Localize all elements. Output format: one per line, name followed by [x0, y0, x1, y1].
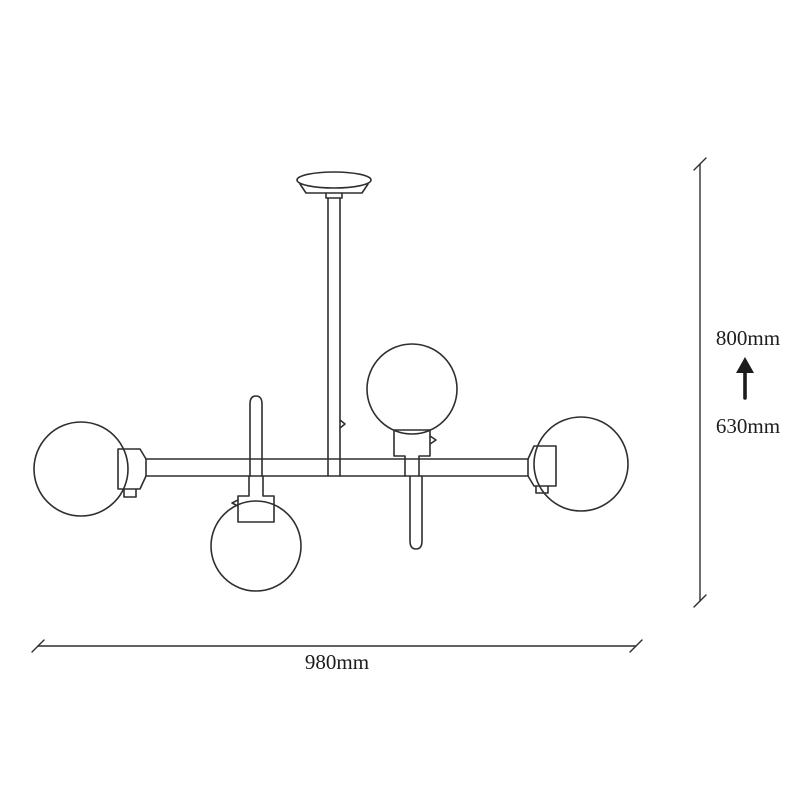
socket-top	[393, 429, 431, 460]
socket-left-notch	[123, 488, 137, 498]
upper-stub	[249, 395, 263, 460]
height-total-label: 800mm	[716, 326, 780, 350]
socket-bottom	[237, 475, 275, 523]
lamp-bottom	[210, 475, 302, 592]
height-tick-top	[693, 157, 707, 171]
height-fixture-label: 630mm	[716, 414, 780, 438]
globe-top	[366, 343, 458, 435]
socket-left	[117, 448, 147, 490]
width-label: 980mm	[305, 650, 369, 674]
lamp-top	[366, 343, 458, 460]
ceiling-canopy	[296, 171, 372, 199]
socket-right-notch	[535, 485, 549, 494]
lamp-drawing	[33, 171, 629, 592]
arrow-up-icon	[736, 357, 754, 400]
height-tick-bottom	[693, 594, 707, 608]
crossbar	[145, 458, 529, 477]
socket-right	[527, 445, 557, 487]
width-tick-left	[31, 639, 45, 653]
lamp-right	[527, 416, 629, 512]
socket-top-notch	[429, 435, 437, 445]
stem	[327, 197, 346, 460]
globe-right	[533, 416, 629, 512]
width-tick-right	[629, 639, 643, 653]
lamp-left	[33, 421, 147, 517]
globe-bottom	[210, 500, 302, 592]
lower-stub	[409, 475, 423, 550]
globe-left	[33, 421, 129, 517]
height-dimension: 800mm 630mm	[693, 157, 780, 608]
width-dimension: 980mm	[31, 639, 643, 674]
